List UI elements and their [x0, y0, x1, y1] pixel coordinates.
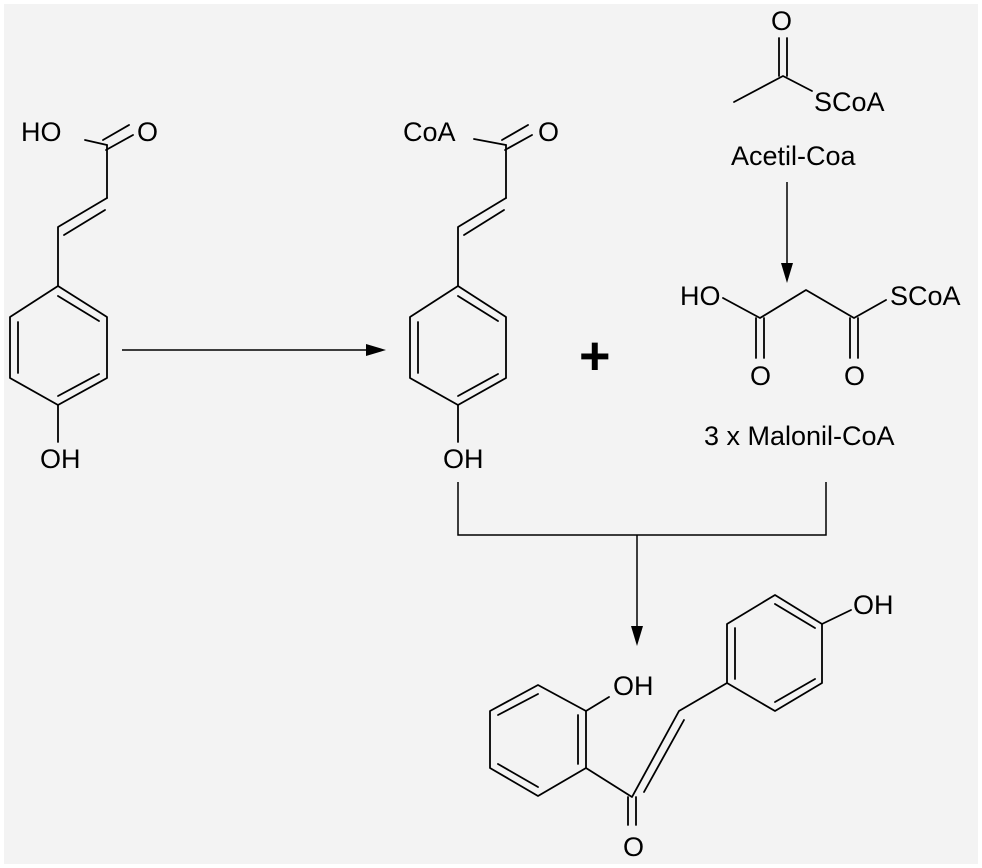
- reaction-arrowhead-3: [631, 626, 643, 646]
- acetyl-coa-structure: [733, 37, 813, 103]
- reaction-arrowhead-1: [366, 344, 386, 356]
- malonyl-coa-name: 3 x Malonil-CoA: [704, 421, 895, 451]
- coumaric-acid-structure: [9, 124, 134, 443]
- malonyl-coa-o-right-label: O: [844, 361, 865, 391]
- malonyl-coa-o-left-label: O: [750, 361, 771, 391]
- diagram-background: [4, 4, 978, 864]
- coumaroyl-coa-coa-label: CoA: [403, 117, 456, 147]
- chalcone-oh-right-label: OH: [853, 590, 894, 620]
- coumaric-acid-oh-label: OH: [40, 444, 81, 474]
- chalcone-product-structure: [489, 594, 852, 826]
- coumaric-acid-o-label: O: [137, 117, 158, 147]
- reaction-arrowhead-2: [781, 263, 793, 283]
- convergence-bracket: [457, 482, 827, 536]
- acetyl-coa-o-label: O: [771, 6, 792, 36]
- chalcone-o-label: O: [623, 832, 644, 862]
- acetyl-coa-scoa-label: SCoA: [814, 87, 885, 117]
- acetyl-coa-name: Acetil-Coa: [731, 141, 857, 171]
- coumaroyl-coa-structure: [409, 124, 533, 443]
- malonyl-coa-structure: [722, 289, 887, 359]
- coumaroyl-coa-oh-label: OH: [443, 444, 484, 474]
- chalcone-oh-left-label: OH: [613, 671, 654, 701]
- coumaroyl-coa-o-label: O: [538, 117, 559, 147]
- malonyl-coa-scoa-label: SCoA: [890, 281, 961, 311]
- plus-sign: +: [579, 326, 611, 386]
- coumaric-acid-ho-label: HO: [21, 117, 62, 147]
- malonyl-coa-ho-label: HO: [680, 281, 721, 311]
